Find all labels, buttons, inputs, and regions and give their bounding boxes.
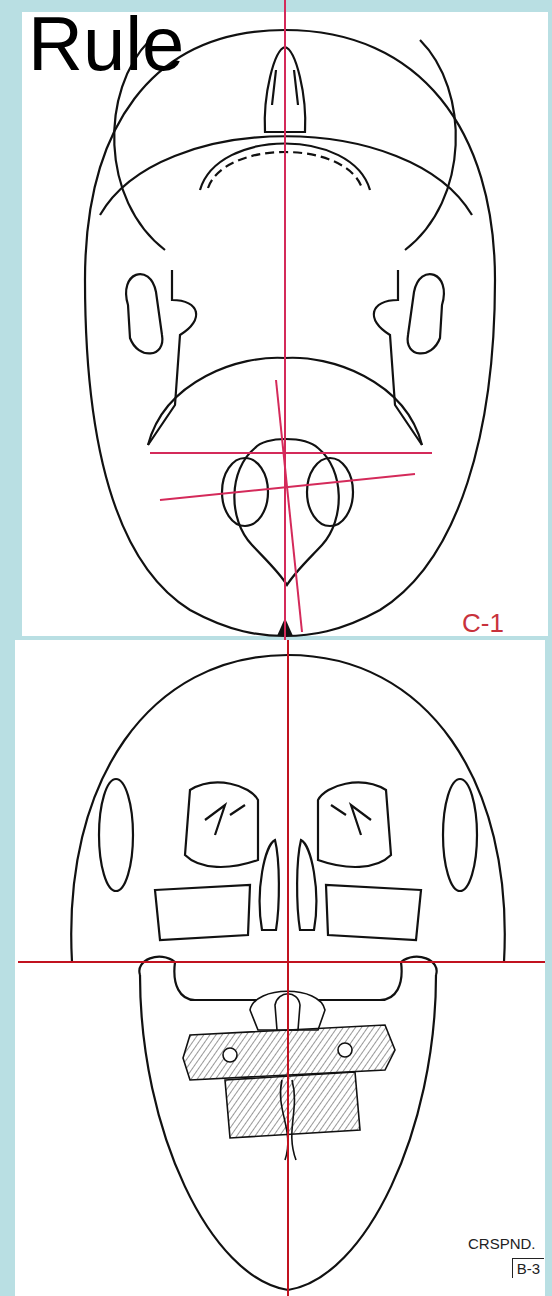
bottom-panel [15,640,545,1296]
reference-lines [150,0,432,640]
figure-code: CRSPND. [468,1236,536,1251]
inferior-skull [85,30,495,636]
figure-tag-box: B-3 [512,1258,544,1278]
reference-lines [18,640,545,1296]
figure-code: C-1 [462,610,504,636]
title-word: Rule [28,6,184,82]
figure-code: B-3 [517,1261,540,1276]
